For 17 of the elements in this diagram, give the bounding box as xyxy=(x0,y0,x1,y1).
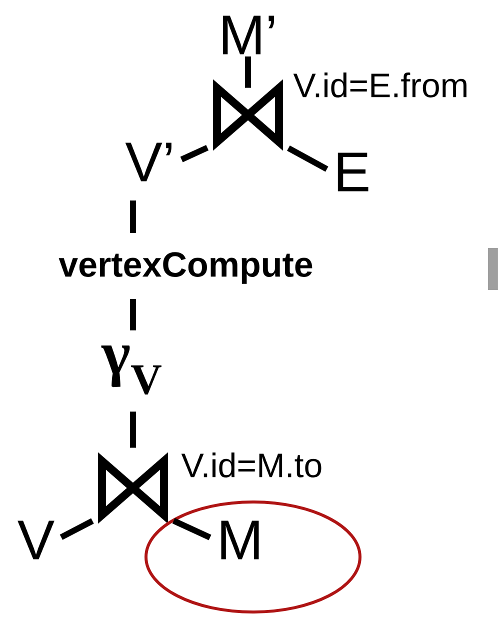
join-condition: V.id=M.to xyxy=(181,452,322,478)
relation-label: M xyxy=(221,520,259,560)
operator-label: vertexCompute xyxy=(58,252,312,284)
connector-line xyxy=(130,299,136,330)
join-symbol xyxy=(213,79,283,151)
join-symbol xyxy=(98,452,168,524)
relation-label: E xyxy=(338,152,368,192)
connector-line xyxy=(172,518,212,540)
relation-label: V’ xyxy=(125,142,172,182)
relation-label: M’ xyxy=(223,16,274,54)
connector-line xyxy=(130,200,136,233)
connector-line xyxy=(60,518,94,540)
aggregation-symbol: γ$_{V}$ xyxy=(101,346,162,394)
relation-label: V xyxy=(18,520,54,560)
connector-line xyxy=(180,144,209,162)
join-condition: V.id=E.from xyxy=(293,72,466,98)
connector-line xyxy=(287,145,328,172)
